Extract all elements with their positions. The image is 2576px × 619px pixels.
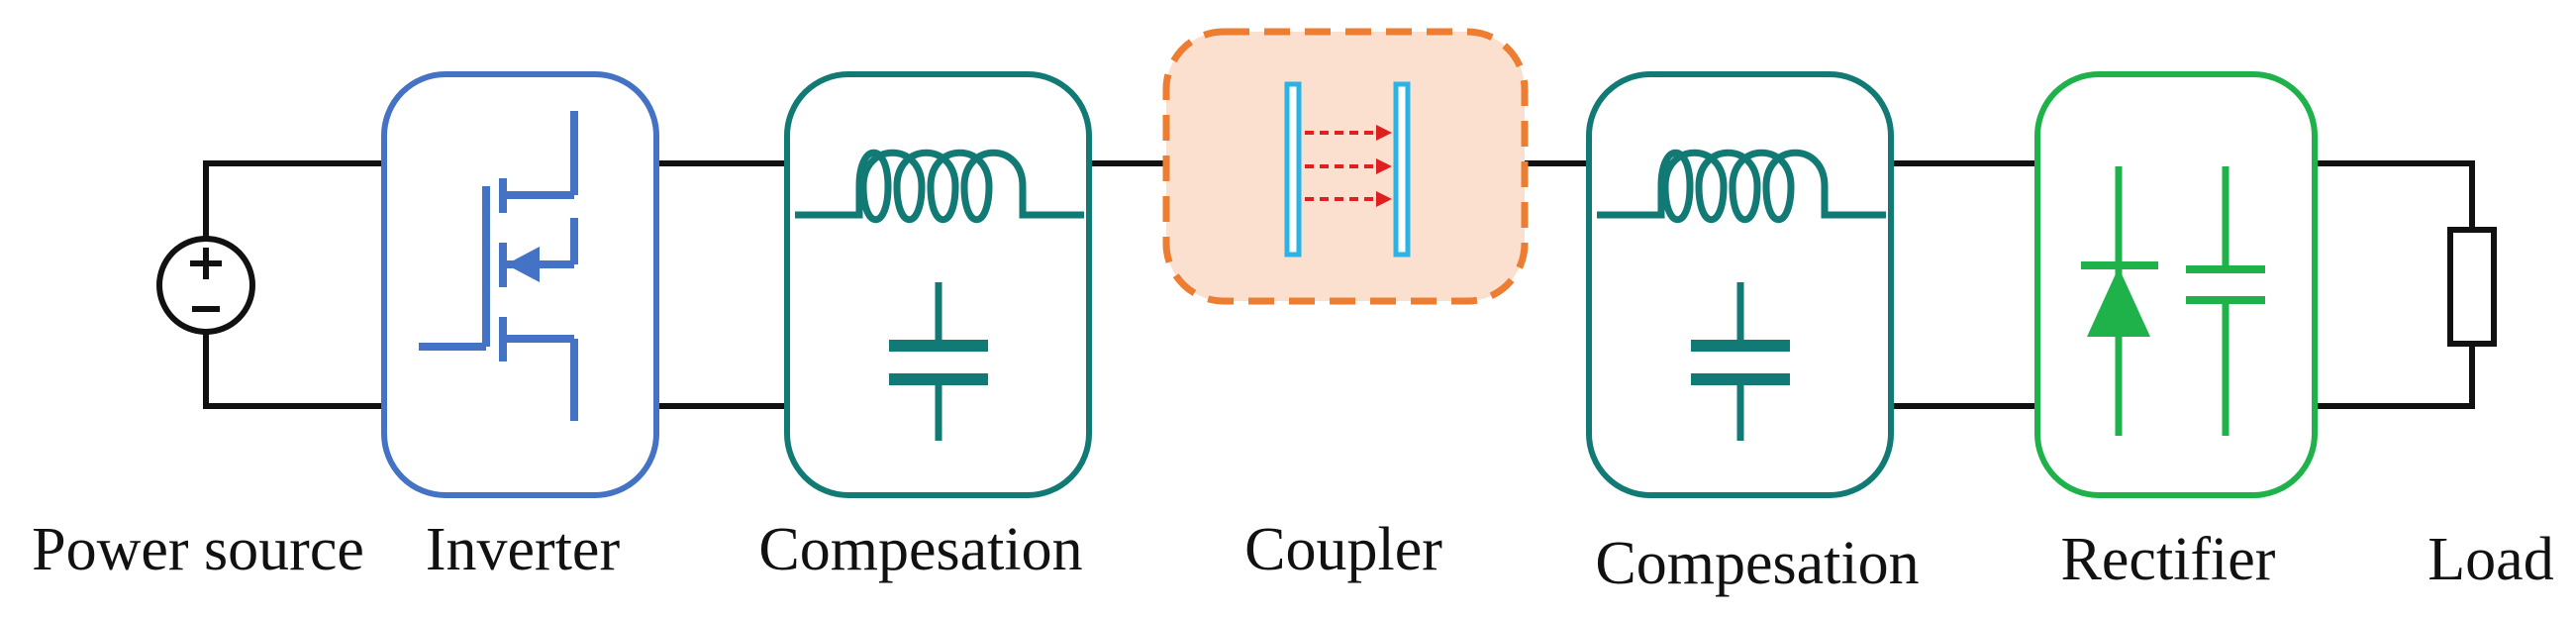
- compensation-block-primary: [784, 71, 1092, 498]
- compensation-block-secondary: [1586, 71, 1894, 498]
- inductor-capacitor-icon: [1597, 149, 1886, 441]
- label-load: Load: [2427, 526, 2553, 593]
- capacitive-plates-icon: [1284, 81, 1411, 258]
- rectifier-block: [2034, 71, 2318, 498]
- diode-capacitor-icon: [2081, 166, 2265, 436]
- field-arrows: [1305, 131, 1378, 201]
- label-inverter: Inverter: [426, 516, 621, 583]
- label-compensation-secondary: Compesation: [1595, 530, 1919, 597]
- resistor-icon: [2447, 227, 2497, 347]
- label-compensation-primary: Compesation: [758, 516, 1082, 583]
- inverter-block: [381, 71, 659, 498]
- label-coupler: Coupler: [1244, 516, 1442, 583]
- mosfet-icon: [419, 111, 578, 421]
- dc-voltage-source-icon: [156, 236, 255, 335]
- inductor-capacitor-icon: [795, 149, 1084, 441]
- coupler-block: [1162, 28, 1529, 305]
- label-rectifier: Rectifier: [2061, 526, 2276, 593]
- label-power-source: Power source: [32, 516, 364, 583]
